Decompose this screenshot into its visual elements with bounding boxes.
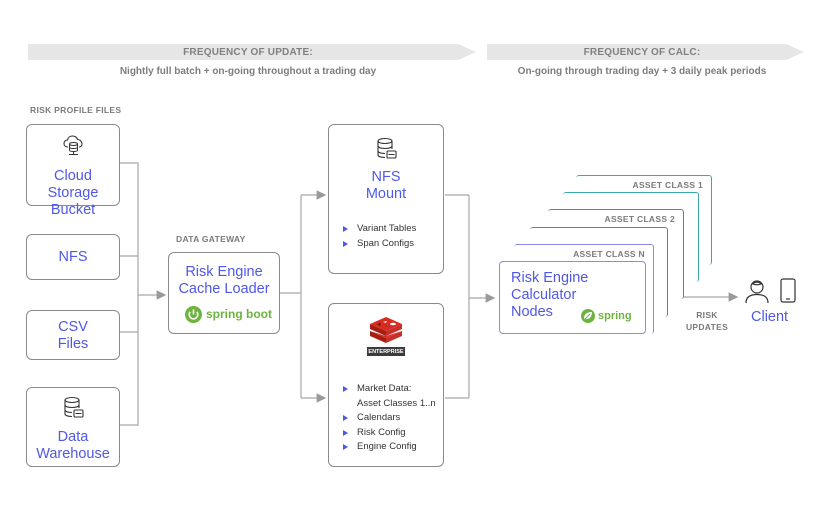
source-label-line: Files: [57, 336, 89, 352]
source-csv-files: CSV Files: [26, 310, 120, 360]
list-item: Asset Classes 1..n: [343, 397, 436, 412]
calc-band-arrow: [487, 44, 804, 60]
risk-updates-line: RISK: [696, 310, 718, 320]
update-band-arrow: [28, 44, 476, 60]
database-icon: [64, 396, 84, 418]
nfs-mount-label-line: Mount: [365, 186, 407, 202]
source-label: Cloud Storage Bucket: [27, 168, 119, 219]
list-item: Variant Tables: [343, 222, 416, 237]
redis-logo-icon: [367, 317, 405, 356]
spring-text: spring: [598, 310, 632, 322]
source-label-line: Cloud Storage: [47, 168, 99, 201]
source-label-line: Warehouse: [36, 446, 110, 462]
source-data-warehouse: Data Warehouse: [26, 387, 120, 467]
spring-boot-text: spring boot: [206, 307, 272, 321]
risk-updates-label: RISK UPDATES: [682, 309, 732, 333]
source-cloud-storage: Cloud Storage Bucket: [26, 124, 120, 218]
list-item: Engine Config: [343, 440, 436, 455]
calc-band-subtitle: On-going through trading day + 3 daily p…: [517, 66, 767, 77]
update-band-title: FREQUENCY OF UPDATE:: [183, 47, 313, 58]
calculator-label-line: Risk Engine: [511, 270, 589, 286]
gateway-fanout: [280, 190, 327, 403]
list-item-text: Asset Classes 1..n: [357, 397, 436, 409]
update-band-subtitle: Nightly full batch + on-going throughout…: [119, 66, 377, 77]
asset-class-label: ASSET CLASS 1: [632, 180, 703, 190]
store-merge: [445, 194, 496, 399]
source-label: NFS: [58, 249, 88, 265]
source-label: Data Warehouse: [27, 429, 119, 463]
user-icon: [745, 280, 769, 304]
client-icons: [745, 278, 796, 304]
redis-enterprise-badge: ENTERPRISE: [368, 349, 404, 355]
gateway-label-line: Risk Engine: [185, 264, 263, 280]
calculator-label-line: Nodes: [511, 304, 553, 320]
cloud-database-icon: [63, 135, 83, 155]
list-item: Market Data:: [343, 382, 436, 397]
nfs-mount-list: Variant Tables Span Configs: [343, 222, 416, 251]
calculator-label-line: Calculator: [511, 287, 577, 303]
redis-box: ENTERPRISE Market Data: Asset Classes 1.…: [328, 303, 444, 467]
source-label-line: CSV: [58, 319, 88, 335]
gateway-box: Risk Engine Cache Loader spring boot: [168, 252, 280, 334]
asset-class-label: ASSET CLASS 2: [604, 214, 675, 224]
list-item: Span Configs: [343, 237, 416, 252]
asset-class-label: ASSET CLASS N: [573, 249, 645, 259]
source-label-line: Data: [57, 429, 89, 445]
gateway-heading: DATA GATEWAY: [176, 234, 246, 244]
list-item: Calendars: [343, 411, 436, 426]
spring-boot-logo: spring boot: [185, 305, 272, 323]
gateway-label-line: Cache Loader: [178, 281, 270, 297]
spring-logo: spring: [581, 309, 632, 323]
database-icon: [377, 137, 397, 159]
spring-leaf-icon: [581, 309, 595, 323]
nfs-mount-label-line: NFS: [371, 169, 401, 185]
source-label-line: Bucket: [50, 202, 96, 218]
spring-power-icon: [185, 305, 202, 323]
calculator-nodes-box: Risk Engine Calculator Nodes spring: [499, 261, 646, 334]
calculator-label: Risk Engine Calculator Nodes: [511, 270, 588, 321]
calc-band-title: FREQUENCY OF CALC:: [583, 47, 701, 58]
list-item: Risk Config: [343, 426, 436, 441]
client-label: Client: [751, 309, 789, 325]
sources-bracket: [120, 162, 167, 426]
risk-updates-line: UPDATES: [685, 322, 729, 332]
mobile-device-icon: [780, 278, 796, 303]
source-nfs: NFS: [26, 234, 120, 280]
nfs-mount-label: NFS Mount: [329, 169, 443, 203]
redis-list: Market Data: Asset Classes 1..n Calendar…: [343, 382, 436, 455]
nfs-mount-box: NFS Mount Variant Tables Span Configs: [328, 124, 444, 274]
gateway-label: Risk Engine Cache Loader: [169, 264, 279, 298]
source-label: CSV Files: [27, 319, 119, 353]
sources-heading: RISK PROFILE FILES: [30, 105, 122, 115]
